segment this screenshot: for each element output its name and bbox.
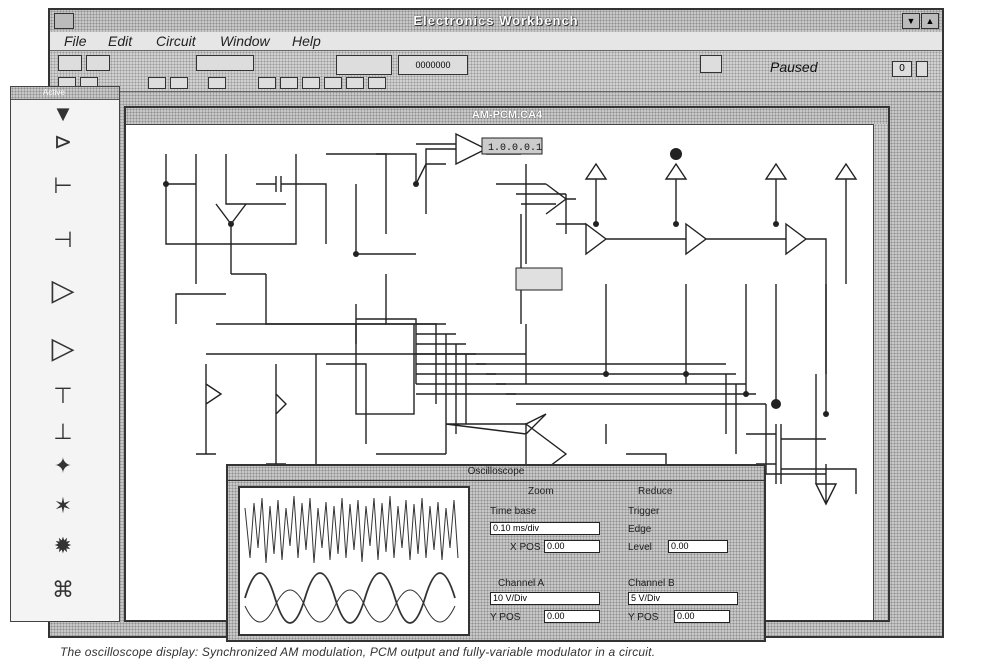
menu-circuit[interactable]: Circuit <box>156 33 196 49</box>
parts-bin: Active ▼ ⊳ ⊢ ⊣ ▷ ▷ ⊤ ⊥ ✦ ✶ ✹ ⌘ <box>10 86 120 622</box>
xpos-field[interactable]: 0.00 <box>544 540 600 553</box>
circuit-diagram: 1.0.0.0.1 <box>163 132 858 506</box>
toolbar: 0000000 Paused 0 <box>50 51 942 92</box>
schematic-title: AM-PCM.CA4 <box>471 109 543 121</box>
status-text: Paused <box>770 59 818 75</box>
window-title: Electronics Workbench <box>413 13 579 28</box>
triac-icon[interactable]: ✶ <box>53 493 73 518</box>
capacitor-part-icon[interactable]: ⊥ <box>53 419 73 444</box>
parts-bin-title: Active <box>43 88 65 97</box>
logic-converter-icon[interactable] <box>700 55 722 73</box>
time-base-label: Time base <box>490 506 537 517</box>
voltage-regulator-icon[interactable]: ⌘ <box>52 577 74 602</box>
transistor-icon[interactable] <box>324 77 342 89</box>
word-generator-display[interactable]: 0000000 <box>398 55 468 75</box>
gate-icon[interactable] <box>368 77 386 89</box>
zoom-in-icon[interactable] <box>148 77 166 89</box>
channel-b-ypos-label: Y POS <box>628 612 659 623</box>
bargraph-display <box>515 267 563 291</box>
channel-a-scale[interactable]: 10 V/Div <box>490 592 600 605</box>
level-field[interactable]: 0.00 <box>668 540 728 553</box>
oscilloscope-window[interactable]: Oscilloscope Zoom Reduce Time base Trigg… <box>226 464 766 642</box>
thyristor-icon[interactable]: ✦ <box>53 453 73 478</box>
menu-window[interactable]: Window <box>220 33 270 49</box>
channel-b-label: Channel B <box>628 578 675 589</box>
oscilloscope-title: Oscilloscope <box>467 466 525 477</box>
time-base-field[interactable]: 0.10 ms/div <box>490 522 600 535</box>
system-menu-icon[interactable] <box>54 13 74 29</box>
xpos-label: X POS <box>510 542 541 553</box>
npn-transistor-icon[interactable]: ⊢ <box>53 173 73 198</box>
level-label: Level <box>628 542 652 553</box>
function-generator-icon[interactable] <box>336 55 392 75</box>
hex-display <box>481 137 543 155</box>
menu-bar: File Edit Circuit Window Help <box>50 32 942 51</box>
ic-icon[interactable] <box>346 77 364 89</box>
oscilloscope-screen <box>238 486 470 636</box>
figure-caption: The oscilloscope display: Synchronized A… <box>60 645 656 659</box>
title-bar[interactable]: Electronics Workbench ▼ ▲ <box>50 10 942 33</box>
multimeter-icon[interactable] <box>196 55 254 71</box>
channel-a-label: Channel A <box>498 578 545 589</box>
power-switch[interactable]: 0 <box>892 61 912 77</box>
menu-edit[interactable]: Edit <box>108 33 133 49</box>
zener-diode-icon[interactable]: ⊤ <box>53 383 73 408</box>
maximize-icon[interactable]: ▲ <box>921 13 939 29</box>
menu-file[interactable]: File <box>64 33 87 49</box>
capacitor-icon[interactable] <box>280 77 298 89</box>
opamp-icon[interactable]: ▷ <box>51 274 75 307</box>
channel-b-ypos-field[interactable]: 0.00 <box>674 610 730 623</box>
vertical-scrollbar[interactable] <box>873 124 888 620</box>
zoom-button[interactable]: Zoom <box>528 486 554 497</box>
bridge-rectifier-icon[interactable]: ✹ <box>53 533 73 558</box>
opamp-5-terminal-icon[interactable]: ▷ <box>51 332 75 365</box>
zoom-out-icon[interactable] <box>170 77 188 89</box>
channel-a-ypos-field[interactable]: 0.00 <box>544 610 600 623</box>
subcircuit-icon[interactable] <box>208 77 226 89</box>
edge-label: Edge <box>628 524 652 535</box>
oscilloscope-trace <box>244 495 459 624</box>
open-icon[interactable] <box>58 55 82 71</box>
hex-display-text: 1.0.0.0.1 <box>488 143 542 154</box>
diode-part-icon[interactable]: ▼ <box>52 101 74 126</box>
minimize-icon[interactable]: ▼ <box>902 13 920 29</box>
channel-b-scale[interactable]: 5 V/Div <box>628 592 738 605</box>
reduce-button[interactable]: Reduce <box>638 486 673 497</box>
oscilloscope-title-bar[interactable]: Oscilloscope <box>228 466 764 481</box>
menu-help[interactable]: Help <box>292 33 321 49</box>
parts-bin-header[interactable]: Active <box>11 87 119 100</box>
trigger-label: Trigger <box>628 506 660 517</box>
resistor-icon[interactable] <box>258 77 276 89</box>
diode-icon[interactable] <box>302 77 320 89</box>
channel-a-ypos-label: Y POS <box>490 612 521 623</box>
pnp-transistor-icon[interactable]: ⊣ <box>53 227 73 252</box>
schematic-title-bar[interactable]: AM-PCM.CA4 <box>126 108 888 125</box>
parts-toolbar <box>58 77 398 89</box>
led-part-icon[interactable]: ⊳ <box>53 129 73 154</box>
save-icon[interactable] <box>86 55 110 71</box>
pause-button[interactable] <box>916 61 928 77</box>
